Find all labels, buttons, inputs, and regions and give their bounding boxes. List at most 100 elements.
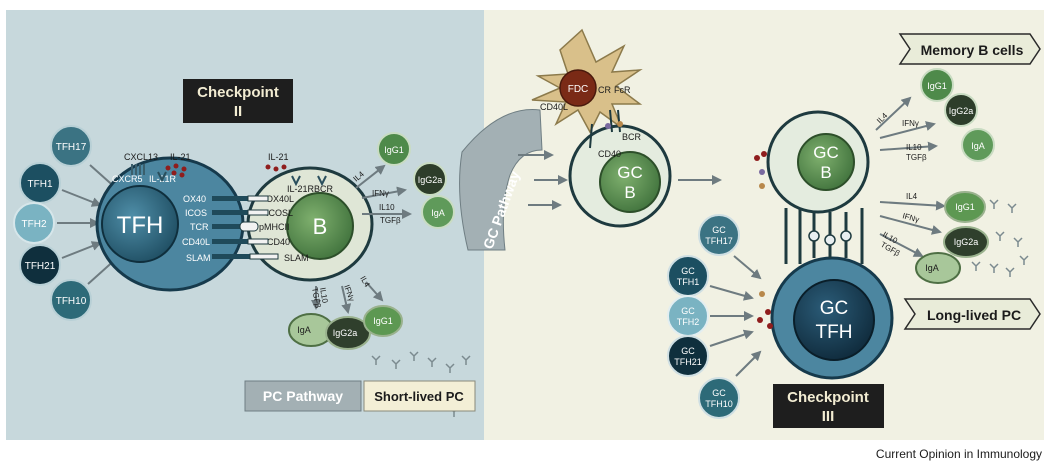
b-cell-label: B	[313, 214, 328, 239]
tfh-nucleus	[101, 185, 179, 263]
short-lived-pc-box	[363, 380, 476, 412]
cxcl13-receptor-icon	[131, 164, 145, 175]
gc-tfh1-cell	[667, 255, 709, 297]
b-il21r-icon	[291, 175, 301, 187]
gc-pathway-arrows	[518, 150, 722, 210]
il10-label-top: IL10	[379, 203, 395, 212]
gc-b-left-dots	[754, 151, 767, 189]
gc-tfh2-label-line1: GC	[681, 306, 695, 316]
tfh21-cell	[19, 244, 61, 286]
gc-tfh-nucleus	[793, 279, 875, 361]
gc-b-label-top-line2: B	[624, 183, 635, 202]
cr-label: CR	[598, 85, 611, 95]
il10-label-memory: IL10	[906, 143, 922, 152]
gc-synapse-heads	[808, 230, 852, 246]
icosl-label: ICOSL	[266, 208, 293, 218]
tgfb-label-bottom: TGFβ	[310, 287, 323, 309]
gc-tfh17-label-line1: GC	[712, 225, 726, 235]
cd40-label-b: CD40	[267, 237, 290, 247]
ox40l-label: OX40L	[266, 194, 294, 204]
igg2a-plasma-label-right: IgG2a	[954, 237, 979, 247]
il21r-label-b: IL-21R	[287, 184, 315, 194]
igg1-plasma-label: IgG1	[373, 316, 393, 326]
bcr-label-b: BCR	[314, 184, 334, 194]
antibody-icons-right	[971, 199, 1029, 277]
igg1-plasma-cell-right	[944, 191, 986, 223]
gc-pathway-arc	[459, 109, 543, 251]
gc-synapse	[784, 208, 864, 264]
igg2a-plasma-cell-right	[943, 226, 989, 258]
gc-tfh1-label-line1: GC	[681, 266, 695, 276]
igg2a-plasma-label: IgG2a	[333, 328, 358, 338]
tfh17-cell	[50, 125, 92, 167]
gc-tfh1-label-line2: TFH1	[677, 277, 700, 287]
journal-credit: Current Opinion in Immunology	[876, 447, 1042, 461]
slam-label: SLAM	[186, 253, 211, 263]
igg1-cell-top	[377, 132, 411, 166]
igg2a-memory-label: IgG2a	[949, 106, 974, 116]
igg1-memory-cell	[920, 68, 954, 102]
b-bcr-icon	[317, 175, 327, 187]
immune-synapse	[212, 195, 279, 260]
tfh-cell-label: TFH	[117, 212, 164, 239]
iga-label-top: IgA	[431, 208, 445, 218]
pmhcii-label: pMHCII	[259, 222, 290, 232]
igg2a-cell-top	[413, 162, 447, 196]
gc-tfh21-label-line2: TFH21	[674, 357, 702, 367]
gc-tfh-subset-arrows	[709, 255, 762, 377]
memory-b-cells-banner	[898, 33, 1041, 65]
gc-tfh2-cell	[667, 295, 709, 337]
il21-cytokine-dots-b	[265, 164, 287, 172]
short-lived-pc-label: Short-lived PC	[374, 389, 464, 404]
il21-cytokine-dots	[165, 163, 187, 178]
checkpoint-3-label-line2: III	[822, 408, 835, 425]
gc-tfh10-cell	[698, 377, 740, 419]
gc-b-label-top-line1: GC	[617, 163, 643, 182]
igg2a-memory-cell	[944, 93, 978, 127]
tfh21-label: TFH21	[25, 261, 56, 272]
gc-tfh-label-line2: TFH	[816, 322, 853, 343]
gc-b-nucleus-right	[797, 133, 855, 191]
gc-tfh-subsets: GC TFH17 GC TFH1 GC TFH2 GC TFH21 GC TFH…	[667, 214, 740, 419]
gc-tfh21-label-line1: GC	[681, 346, 695, 356]
long-lived-pc-label: Long-lived PC	[927, 307, 1021, 323]
fdc-label: FDC	[568, 84, 589, 95]
tfh10-cell	[50, 279, 92, 321]
ifng-label-plasma: IFNγ	[901, 211, 920, 224]
checkpoint-3-box	[773, 384, 884, 428]
cxcr5-label: CXCR5	[112, 174, 143, 184]
fdc-antigen-dots	[605, 121, 623, 129]
icos-label: ICOS	[185, 208, 207, 218]
b-isotype-arrows	[355, 164, 412, 219]
memory-b-cells-label: Memory B cells	[921, 42, 1024, 58]
gc-tfh17-label-line2: TFH17	[705, 236, 733, 246]
ifng-label-memory: IFNγ	[902, 119, 919, 128]
checkpoint-3-label-line1: Checkpoint	[787, 389, 869, 406]
tfh2-cell	[13, 202, 55, 244]
fdc-nucleus	[559, 69, 597, 107]
gc-tfh10-label-line2: TFH10	[705, 399, 733, 409]
gc-tfh2-label-line2: TFH2	[677, 317, 700, 327]
memory-arrows	[875, 96, 938, 152]
iga-plasma-label: IgA	[297, 325, 311, 335]
pc-pathway-box	[244, 380, 362, 412]
igg1-plasma-label-right: IgG1	[955, 202, 975, 212]
gc-tfh-label-line1: GC	[820, 298, 849, 319]
ox40-label: OX40	[183, 194, 206, 204]
cxcl13-label: CXCL13	[124, 152, 158, 162]
gc-tfh21-cell	[667, 335, 709, 377]
checkpoint-2-label-line2: II	[234, 103, 242, 120]
igg1-plasma-cell	[363, 305, 403, 337]
il21-label-b: IL-21	[268, 152, 289, 162]
il21r-receptor-icon	[157, 171, 167, 183]
pc-pathway-label: PC Pathway	[263, 388, 343, 404]
tcr-label: TCR	[190, 222, 209, 232]
il4-label-plasma: IL4	[906, 192, 918, 201]
antibody-icons-left	[371, 351, 471, 417]
iga-memory-label: IgA	[971, 141, 985, 151]
tfh10-label: TFH10	[56, 296, 87, 307]
plasma-arrows	[879, 200, 946, 257]
gc-b-nucleus-top	[599, 151, 661, 213]
iga-plasma-label-right: IgA	[925, 263, 939, 273]
